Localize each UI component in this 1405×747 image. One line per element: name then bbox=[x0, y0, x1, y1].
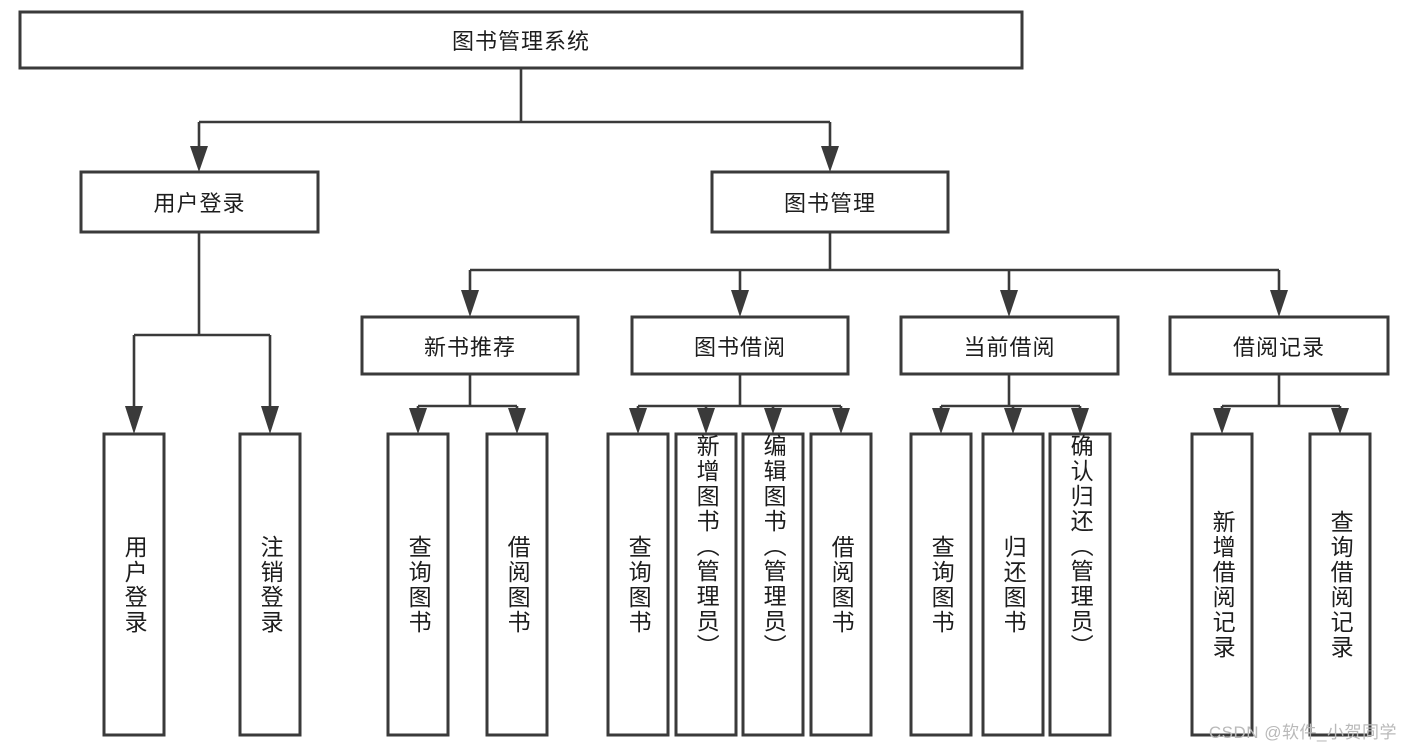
connector-user-login-to-leaves bbox=[125, 232, 279, 434]
node-borrow-record[interactable] bbox=[1168, 315, 1390, 376]
arrow-head-leaf-query-book-recommend bbox=[409, 408, 427, 434]
node-leaf-borrow-book[interactable] bbox=[809, 432, 873, 737]
node-leaf-return-book[interactable] bbox=[981, 432, 1045, 737]
node-leaf-add-book[interactable] bbox=[674, 432, 738, 737]
node-leaf-query-book-recommend[interactable] bbox=[386, 432, 450, 737]
arrow-head-leaf-confirm-return bbox=[1071, 408, 1089, 434]
connector-current-borrow-to-leaves bbox=[932, 374, 1089, 434]
node-leaf-confirm-return[interactable] bbox=[1048, 432, 1112, 737]
arrow-head-book-borrow bbox=[731, 290, 749, 317]
connector-borrow-record-to-leaves bbox=[1213, 374, 1349, 434]
arrow-head-new-book-recommend bbox=[461, 290, 479, 317]
connector-root-to-level1 bbox=[190, 68, 839, 172]
node-leaf-logout-login[interactable] bbox=[238, 432, 302, 737]
node-new-book-recommend[interactable] bbox=[360, 315, 580, 376]
node-leaf-query-book-borrow[interactable] bbox=[606, 432, 670, 737]
arrow-head-leaf-query-book-current bbox=[932, 408, 950, 434]
node-user-login[interactable] bbox=[79, 170, 320, 234]
arrow-head-leaf-add-book bbox=[697, 408, 715, 434]
connector-book-borrow-to-leaves bbox=[629, 374, 850, 434]
arrow-head-book-management bbox=[821, 146, 839, 172]
connector-book-management-to-level2 bbox=[461, 232, 1288, 317]
node-current-borrow[interactable] bbox=[899, 315, 1120, 376]
node-leaf-query-borrow-record[interactable] bbox=[1308, 432, 1372, 737]
arrow-head-leaf-user-login bbox=[125, 406, 143, 434]
arrow-head-current-borrow bbox=[1000, 290, 1018, 317]
node-root-book-management-system[interactable] bbox=[18, 10, 1024, 70]
arrow-head-leaf-query-book-borrow bbox=[629, 408, 647, 434]
node-leaf-borrow-book-recommend[interactable] bbox=[485, 432, 549, 737]
arrow-head-user-login bbox=[190, 146, 208, 172]
arrow-head-leaf-query-borrow-record bbox=[1331, 408, 1349, 434]
node-leaf-add-borrow-record[interactable] bbox=[1190, 432, 1254, 737]
node-leaf-user-login[interactable] bbox=[102, 432, 166, 737]
node-leaf-query-book-current[interactable] bbox=[909, 432, 973, 737]
arrow-head-leaf-return-book bbox=[1004, 408, 1022, 434]
arrow-head-leaf-logout-login bbox=[261, 406, 279, 434]
node-leaf-edit-book[interactable] bbox=[741, 432, 805, 737]
arrow-head-leaf-borrow-book-recommend bbox=[508, 408, 526, 434]
arrow-head-borrow-record bbox=[1270, 290, 1288, 317]
arrow-head-leaf-add-borrow-record bbox=[1213, 408, 1231, 434]
arrow-head-leaf-edit-book bbox=[764, 408, 782, 434]
connector-new-book-recommend-to-leaves bbox=[409, 374, 526, 434]
node-book-management[interactable] bbox=[710, 170, 950, 234]
arrow-head-leaf-borrow-book bbox=[832, 408, 850, 434]
node-book-borrow[interactable] bbox=[630, 315, 850, 376]
csdn-watermark: CSDN @软件_小贺同学 bbox=[1208, 723, 1397, 742]
